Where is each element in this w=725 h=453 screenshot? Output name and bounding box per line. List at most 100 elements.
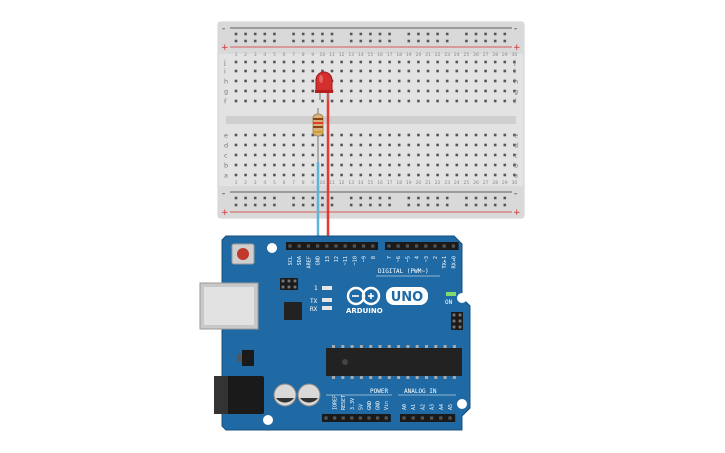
icsp-pin[interactable] [458,313,462,317]
rail-hole[interactable] [445,32,449,36]
rail-hole[interactable] [359,203,363,207]
rail-hole[interactable] [359,32,363,36]
header-pin[interactable] [451,244,455,248]
rail-hole[interactable] [426,39,430,43]
breadboard-hole[interactable] [311,69,315,73]
breadboard-hole[interactable] [321,153,324,157]
breadboard-hole[interactable] [369,69,372,73]
header-pin[interactable] [396,244,400,248]
breadboard-hole[interactable] [369,60,372,64]
breadboard-hole[interactable] [407,79,411,83]
breadboard-hole[interactable] [311,79,315,83]
breadboard-hole[interactable] [292,60,295,64]
header-pin[interactable] [424,244,428,248]
icsp-pin[interactable] [452,319,456,323]
rail-hole[interactable] [253,32,257,36]
breadboard-hole[interactable] [253,153,257,157]
breadboard-hole[interactable] [282,143,286,147]
breadboard-hole[interactable] [455,153,459,157]
rail-hole[interactable] [445,203,449,207]
breadboard-hole[interactable] [349,173,353,177]
header-pin[interactable] [433,244,437,248]
rail-hole[interactable] [474,39,478,43]
breadboard-hole[interactable] [407,99,411,103]
breadboard-hole[interactable] [397,163,401,167]
breadboard-hole[interactable] [484,143,487,147]
breadboard-hole[interactable] [474,99,478,103]
resistor[interactable] [312,108,324,162]
breadboard-hole[interactable] [417,79,420,83]
breadboard-hole[interactable] [417,69,420,73]
breadboard-hole[interactable] [436,79,439,83]
breadboard-hole[interactable] [282,173,286,177]
breadboard-hole[interactable] [263,69,267,73]
header-pin[interactable] [371,244,375,248]
breadboard-hole[interactable] [340,133,343,137]
breadboard-hole[interactable] [503,163,507,167]
header-pin[interactable] [402,416,406,420]
rail-hole[interactable] [417,39,420,43]
rail-hole[interactable] [330,203,334,207]
rail-hole[interactable] [388,39,391,43]
rail-hole[interactable] [311,39,315,43]
breadboard-hole[interactable] [417,173,420,177]
rail-hole[interactable] [445,39,449,43]
breadboard-hole[interactable] [397,99,401,103]
breadboard-hole[interactable] [455,69,459,73]
breadboard-hole[interactable] [349,153,353,157]
breadboard-hole[interactable] [321,173,324,177]
breadboard-hole[interactable] [263,133,267,137]
rail-hole[interactable] [503,203,507,207]
breadboard-hole[interactable] [417,143,420,147]
breadboard-hole[interactable] [474,60,478,64]
rail-hole[interactable] [349,32,353,36]
breadboard-hole[interactable] [436,60,439,64]
breadboard-hole[interactable] [359,133,363,137]
icsp-pin[interactable] [458,319,462,323]
header-pin[interactable] [384,416,388,420]
breadboard-hole[interactable] [503,133,507,137]
breadboard-hole[interactable] [513,173,516,177]
breadboard-hole[interactable] [273,153,276,157]
breadboard-hole[interactable] [359,69,363,73]
rail-hole[interactable] [378,203,382,207]
breadboard-hole[interactable] [426,79,430,83]
breadboard-hole[interactable] [455,143,459,147]
breadboard-hole[interactable] [397,153,401,157]
breadboard-hole[interactable] [436,133,439,137]
breadboard-hole[interactable] [445,60,449,64]
breadboard-hole[interactable] [340,79,343,83]
breadboard-hole[interactable] [378,133,382,137]
breadboard-hole[interactable] [493,79,497,83]
breadboard-hole[interactable] [282,163,286,167]
rail-hole[interactable] [378,32,382,36]
breadboard-hole[interactable] [340,173,343,177]
breadboard-hole[interactable] [426,153,430,157]
breadboard-hole[interactable] [436,153,439,157]
breadboard-hole[interactable] [340,153,343,157]
rail-hole[interactable] [503,32,507,36]
breadboard-hole[interactable] [349,69,353,73]
breadboard-hole[interactable] [330,163,334,167]
breadboard-hole[interactable] [330,173,334,177]
breadboard-hole[interactable] [378,153,382,157]
rail-hole[interactable] [263,39,267,43]
rail-hole[interactable] [321,39,324,43]
rail-hole[interactable] [263,32,267,36]
header-pin[interactable] [324,416,328,420]
breadboard-hole[interactable] [263,173,267,177]
breadboard-hole[interactable] [359,89,363,93]
breadboard-hole[interactable] [378,60,382,64]
breadboard-hole[interactable] [445,69,449,73]
rail-hole[interactable] [493,39,497,43]
breadboard-hole[interactable] [388,69,391,73]
breadboard-hole[interactable] [301,163,305,167]
rail-hole[interactable] [484,196,487,200]
breadboard-hole[interactable] [292,79,295,83]
rail-hole[interactable] [253,203,257,207]
rail-hole[interactable] [321,32,324,36]
breadboard-hole[interactable] [493,163,497,167]
breadboard-hole[interactable] [407,153,411,157]
breadboard-hole[interactable] [292,143,295,147]
